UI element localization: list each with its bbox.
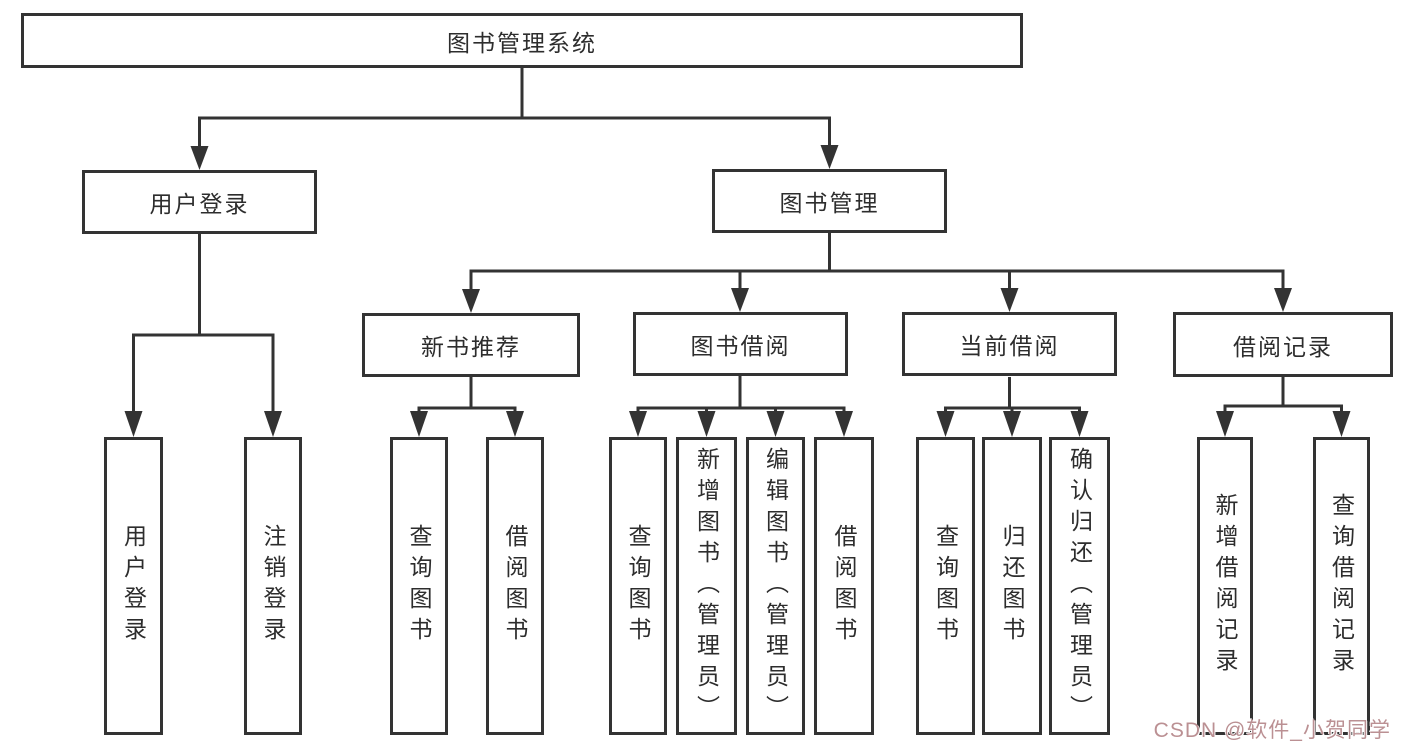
leaf-current-return-books-label: 归还图书 bbox=[999, 524, 1025, 648]
leaf-logout: 注销登录 bbox=[244, 437, 302, 735]
leaf-current-query-books-label: 查询图书 bbox=[932, 524, 959, 648]
leaf-recommend-borrow-books: 借阅图书 bbox=[486, 437, 544, 735]
leaf-records-add-record-label: 新增借阅记录 bbox=[1212, 493, 1238, 679]
node-root-system: 图书管理系统 bbox=[21, 13, 1023, 68]
leaf-borrowing-borrow-books: 借阅图书 bbox=[814, 437, 874, 735]
node-user-login: 用户登录 bbox=[82, 170, 317, 234]
leaf-user-login: 用户登录 bbox=[104, 437, 163, 735]
leaf-borrowing-query-books-label: 查询图书 bbox=[625, 524, 651, 648]
leaf-borrowing-add-books-label: 新增图书（管理员） bbox=[693, 446, 720, 726]
leaf-recommend-borrow-books-label: 借阅图书 bbox=[502, 524, 528, 648]
node-root-system-label: 图书管理系统 bbox=[447, 29, 597, 56]
leaf-records-query-record-label: 查询借阅记录 bbox=[1328, 493, 1355, 679]
leaf-borrowing-edit-books: 编辑图书（管理员） bbox=[746, 437, 805, 735]
leaf-current-query-books: 查询图书 bbox=[916, 437, 975, 735]
leaf-user-login-label: 用户登录 bbox=[120, 524, 147, 648]
leaf-borrowing-add-books: 新增图书（管理员） bbox=[676, 437, 737, 735]
node-book-management-label: 图书管理 bbox=[779, 190, 880, 216]
node-borrowing-records: 借阅记录 bbox=[1173, 312, 1393, 377]
leaf-recommend-query-books: 查询图书 bbox=[390, 437, 448, 735]
node-current-borrowing-label: 当前借阅 bbox=[959, 333, 1060, 359]
leaf-current-confirm-return-label: 确认归还（管理员） bbox=[1066, 446, 1093, 726]
node-book-borrowing: 图书借阅 bbox=[633, 312, 848, 376]
node-book-borrowing-label: 图书借阅 bbox=[690, 333, 791, 359]
leaf-borrowing-borrow-books-label: 借阅图书 bbox=[831, 524, 857, 648]
node-borrowing-records-label: 借阅记录 bbox=[1233, 333, 1333, 360]
leaf-logout-label: 注销登录 bbox=[260, 524, 286, 648]
node-current-borrowing: 当前借阅 bbox=[902, 312, 1117, 376]
csdn-watermark: CSDN @软件_小贺同学 bbox=[1153, 719, 1391, 742]
node-user-login-label: 用户登录 bbox=[149, 191, 250, 217]
leaf-borrowing-query-books: 查询图书 bbox=[609, 437, 667, 735]
leaf-records-query-record: 查询借阅记录 bbox=[1313, 437, 1370, 735]
node-new-book-recommend: 新书推荐 bbox=[362, 313, 580, 377]
leaf-recommend-query-books-label: 查询图书 bbox=[406, 524, 432, 648]
leaf-current-confirm-return: 确认归还（管理员） bbox=[1049, 437, 1110, 735]
node-new-book-recommend-label: 新书推荐 bbox=[421, 334, 521, 360]
leaf-records-add-record: 新增借阅记录 bbox=[1197, 437, 1253, 735]
node-book-management: 图书管理 bbox=[712, 169, 947, 233]
leaf-current-return-books: 归还图书 bbox=[982, 437, 1042, 735]
leaf-borrowing-edit-books-label: 编辑图书（管理员） bbox=[762, 446, 789, 726]
